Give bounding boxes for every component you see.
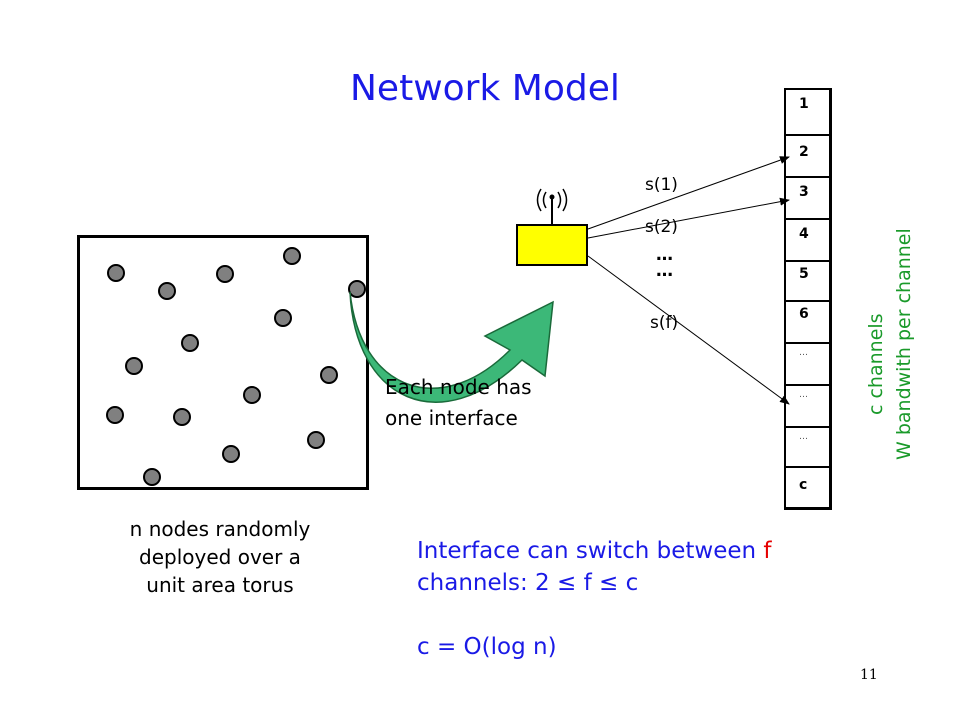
network-node xyxy=(107,264,125,282)
network-node xyxy=(243,386,261,404)
torus-caption-line: deployed over a xyxy=(139,545,301,569)
switch-arrow xyxy=(587,156,790,230)
channel-cell: c xyxy=(786,466,829,509)
switch-label: … xyxy=(656,245,673,265)
switch-label: s(f) xyxy=(650,313,679,333)
statement-line-1-text: Interface can switch between xyxy=(417,538,764,564)
channel-count-text: c channels xyxy=(865,313,887,415)
channel-cell: 4 xyxy=(786,218,829,260)
interface-caption-line: Each node has xyxy=(385,375,532,399)
channel-cell: … xyxy=(786,342,829,384)
channel-column: 1 2 3 4 5 6 … … … c xyxy=(784,88,832,510)
channel-cell: 1 xyxy=(799,96,809,112)
interface-caption-line: one interface xyxy=(385,406,518,430)
network-node xyxy=(173,408,191,426)
network-node xyxy=(216,265,234,283)
antenna-icon xyxy=(536,188,568,224)
statement-line-1: Interface can switch between f xyxy=(417,535,772,567)
network-node xyxy=(274,309,292,327)
page-number: 11 xyxy=(860,667,878,683)
torus-area xyxy=(77,235,369,490)
channel-cell: … xyxy=(786,426,829,466)
f-variable: f xyxy=(763,538,772,564)
switch-label: … xyxy=(656,261,673,281)
interface-caption: Each node has one interface xyxy=(385,372,532,434)
channel-cell: 5 xyxy=(786,260,829,300)
curved-arrow-icon xyxy=(349,291,554,403)
network-node xyxy=(283,247,301,265)
torus-caption-line: unit area torus xyxy=(146,573,294,597)
network-node xyxy=(320,366,338,384)
channel-info-text: c channels W bandwith per channel xyxy=(862,228,918,460)
network-node xyxy=(307,431,325,449)
switch-arrow xyxy=(587,255,790,405)
network-node xyxy=(106,406,124,424)
statement-line-2: channels: 2 ≤ f ≤ c xyxy=(417,570,639,596)
network-node xyxy=(125,357,143,375)
network-node xyxy=(158,282,176,300)
switch-arrow xyxy=(587,197,790,239)
network-node xyxy=(348,280,366,298)
network-node xyxy=(181,334,199,352)
torus-caption-line: n nodes randomly xyxy=(129,517,311,541)
page-title: Network Model xyxy=(350,68,620,109)
channel-cell: 6 xyxy=(786,300,829,342)
main-statement: Interface can switch between f channels:… xyxy=(417,535,772,663)
network-node xyxy=(222,445,240,463)
switch-label: s(2) xyxy=(645,217,678,237)
bandwidth-text: W bandwith per channel xyxy=(893,228,915,460)
channel-cell: … xyxy=(786,384,829,426)
torus-caption: n nodes randomly deployed over a unit ar… xyxy=(70,515,370,599)
statement-line-3: c = O(log n) xyxy=(417,634,557,660)
switch-label: s(1) xyxy=(645,175,678,195)
radio-interface-box xyxy=(516,224,588,266)
channel-cell: 3 xyxy=(786,176,829,218)
channel-cell: 2 xyxy=(786,134,829,176)
network-node xyxy=(143,468,161,486)
